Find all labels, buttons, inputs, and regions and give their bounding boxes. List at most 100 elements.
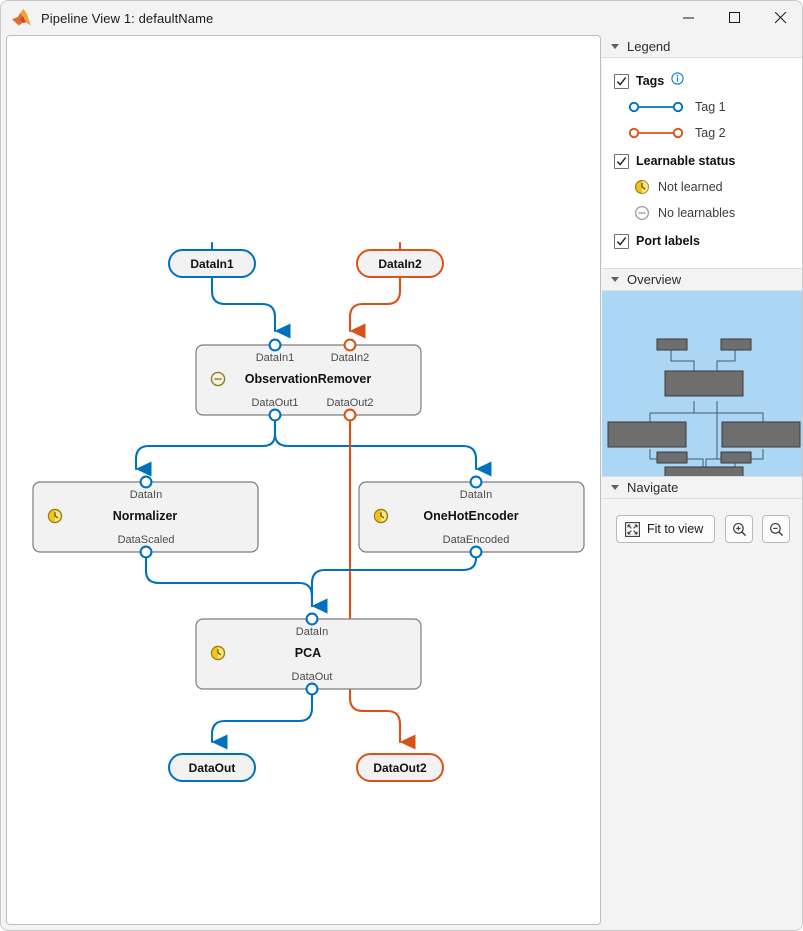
port-label-datain: DataIn — [130, 489, 162, 501]
side-panel: Legend Tags — [602, 35, 802, 930]
clock-icon — [634, 179, 650, 195]
legend-title: Legend — [627, 38, 671, 54]
chevron-down-icon — [611, 277, 619, 282]
maximize-icon — [729, 12, 740, 23]
checkmark-icon — [616, 236, 627, 246]
checkmark-icon — [616, 156, 627, 166]
window-body: DataIn1 DataIn2 DataOut1 DataOut2 Observ… — [1, 35, 802, 930]
port-dataout2[interactable] — [343, 408, 357, 422]
edge-normalizer-pca — [144, 543, 328, 614]
port-labels-label: Port labels — [636, 234, 700, 248]
port-datascaled[interactable] — [139, 545, 153, 559]
port-dataout[interactable] — [305, 682, 319, 696]
clock-icon — [47, 508, 63, 524]
window-controls — [666, 1, 802, 35]
tag-line-icon — [628, 101, 684, 113]
port-label-dataout1: DataOut1 — [251, 397, 298, 409]
block-onehotencoder[interactable]: DataIn DataEncoded OneHotEncoder — [358, 475, 585, 559]
edge-datain1-obsrem — [210, 241, 291, 339]
navigate-title: Navigate — [627, 480, 679, 495]
tag-line-icon — [628, 127, 684, 139]
block-title: OneHotEncoder — [423, 509, 518, 523]
terminal-datain2[interactable]: DataIn2 — [356, 249, 444, 278]
port-datain2[interactable] — [343, 338, 357, 352]
legend-learnable-status-row[interactable]: Learnable status — [602, 148, 802, 174]
minus-circle-icon — [210, 371, 226, 387]
port-label-dataout2: DataOut2 — [326, 397, 373, 409]
minus-circle-icon — [634, 205, 650, 221]
tags-label: Tags — [636, 74, 665, 88]
terminal-label: DataOut — [189, 761, 236, 775]
checkmark-icon — [616, 76, 627, 86]
block-normalizer[interactable]: DataIn DataScaled Normalizer — [32, 475, 259, 559]
close-button[interactable] — [758, 1, 802, 35]
terminal-datain1[interactable]: DataIn1 — [168, 249, 256, 278]
edge-pca-dataout — [210, 680, 314, 750]
legend-no-learnables: No learnables — [602, 200, 802, 226]
port-label-datain: DataIn — [296, 626, 328, 638]
port-dataencoded[interactable] — [469, 545, 483, 559]
fit-to-view-button[interactable]: Fit to view — [616, 515, 716, 543]
legend-not-learned: Not learned — [602, 174, 802, 200]
maximize-button[interactable] — [712, 1, 758, 35]
terminal-dataout[interactable]: DataOut — [168, 753, 256, 782]
pipeline-graph: DataIn1 DataIn2 DataOut1 DataOut2 Observ… — [32, 241, 585, 782]
chevron-down-icon — [611, 43, 619, 49]
port-label-dataencoded: DataEncoded — [443, 534, 510, 546]
block-observationremover[interactable]: DataIn1 DataIn2 DataOut1 DataOut2 Observ… — [195, 338, 422, 422]
port-label-datain: DataIn — [460, 489, 492, 501]
pipeline-canvas[interactable]: DataIn1 DataIn2 DataOut1 DataOut2 Observ… — [6, 35, 601, 925]
learnable-status-label: Learnable status — [636, 154, 736, 168]
port-datain[interactable] — [469, 475, 483, 489]
tags-checkbox[interactable] — [614, 73, 629, 89]
matlab-logo-icon — [12, 8, 31, 26]
port-label-dataout: DataOut — [292, 671, 333, 683]
overview-section-header[interactable]: Overview — [602, 268, 802, 291]
zoom-controls — [716, 515, 790, 543]
terminal-dataout2[interactable]: DataOut2 — [356, 753, 444, 782]
edge-datain2-obsrem — [348, 241, 402, 339]
learnable-status-checkbox[interactable] — [614, 153, 629, 169]
window-title: Pipeline View 1: defaultName — [41, 10, 214, 26]
legend-port-labels-row[interactable]: Port labels — [602, 228, 802, 254]
legend-tags-row[interactable]: Tags — [602, 68, 802, 94]
info-icon[interactable] — [671, 72, 684, 90]
edge-onehotencoder-pca — [310, 543, 478, 614]
edge-obsrem-onehotencoder — [273, 406, 492, 477]
legend-tag-1: Tag 1 — [602, 94, 802, 120]
overview-minimap[interactable] — [602, 291, 802, 476]
zoom-in-button[interactable] — [725, 515, 753, 543]
zoom-out-button[interactable] — [762, 515, 790, 543]
minimize-icon — [683, 17, 694, 19]
edge-obsrem-dataout2 — [348, 406, 416, 750]
tag-1-label: Tag 1 — [695, 100, 726, 114]
terminal-label: DataIn1 — [190, 257, 234, 271]
fit-to-view-icon — [625, 521, 640, 537]
no-learnables-label: No learnables — [658, 206, 736, 220]
zoom-in-icon — [732, 522, 746, 536]
clock-icon — [373, 508, 389, 524]
navigate-content: Fit to view — [602, 499, 802, 559]
block-title: PCA — [295, 646, 321, 660]
port-labels-checkbox[interactable] — [614, 233, 629, 249]
overview-thumbnail-nodes — [656, 451, 752, 464]
terminal-label: DataOut2 — [373, 761, 427, 775]
overview-title: Overview — [627, 272, 682, 287]
tag-2-label: Tag 2 — [695, 126, 726, 140]
not-learned-label: Not learned — [658, 180, 723, 194]
legend-section-header[interactable]: Legend — [602, 35, 802, 58]
port-dataout1[interactable] — [268, 408, 282, 422]
navigate-section-header[interactable]: Navigate — [602, 476, 802, 499]
title-bar: Pipeline View 1: defaultName — [1, 1, 802, 35]
chevron-down-icon — [611, 485, 619, 490]
port-datain1[interactable] — [268, 338, 282, 352]
edge-obsrem-normalizer — [134, 406, 277, 477]
port-datain[interactable] — [305, 612, 319, 626]
port-label-datain1: DataIn1 — [256, 352, 295, 364]
close-icon — [775, 12, 787, 24]
port-datain[interactable] — [139, 475, 153, 489]
minimize-button[interactable] — [666, 1, 712, 35]
port-label-datain2: DataIn2 — [331, 352, 370, 364]
block-pca[interactable]: DataIn DataOut PCA — [195, 612, 422, 696]
